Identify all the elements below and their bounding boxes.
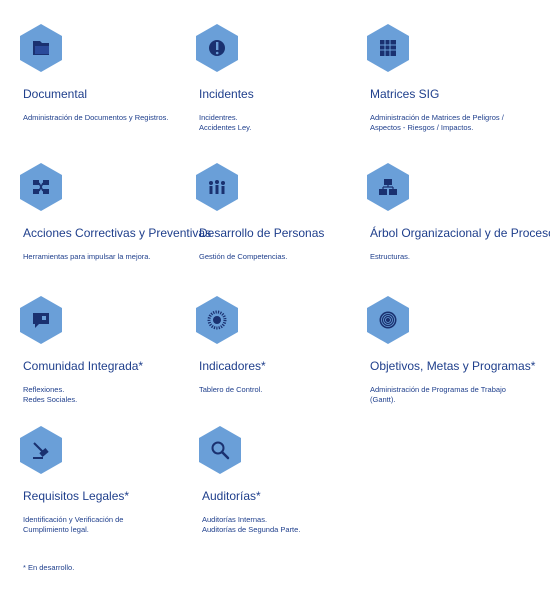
grid-icon: [380, 40, 396, 56]
module-description: Administración de Matrices de Peligros /…: [370, 113, 504, 132]
gauge-icon: [207, 310, 227, 330]
module-title[interactable]: Acciones Correctivas y Preventivas: [23, 226, 212, 240]
org-tree-icon: [379, 179, 397, 195]
chat-icon: [33, 313, 49, 328]
module-description: Administración de Programas de Trabajo (…: [370, 385, 506, 404]
tools-icon: [33, 180, 49, 194]
gavel-icon: [33, 442, 49, 459]
people-icon: [209, 180, 225, 194]
module-arbol-hex[interactable]: [367, 163, 409, 211]
module-documental-hex[interactable]: [20, 24, 62, 72]
module-title[interactable]: Desarrollo de Personas: [199, 226, 325, 240]
module-title[interactable]: Árbol Organizacional y de Procesos: [370, 226, 550, 240]
module-auditorias-hex[interactable]: [199, 426, 241, 474]
module-objetivos-hex[interactable]: [367, 296, 409, 344]
module-title[interactable]: Incidentes: [199, 87, 254, 101]
target-icon: [379, 311, 397, 329]
module-title[interactable]: Requisitos Legales*: [23, 489, 130, 503]
module-description: Tablero de Control.: [199, 385, 263, 394]
module-title[interactable]: Objetivos, Metas y Programas*: [370, 359, 536, 373]
module-title[interactable]: Matrices SIG: [370, 87, 440, 101]
module-acciones-hex[interactable]: [20, 163, 62, 211]
module-description: Herramientas para impulsar la mejora.: [23, 252, 151, 261]
module-description: Identificación y Verificación de Cumplim…: [23, 515, 124, 534]
module-description: Auditorías Internas. Auditorías de Segun…: [202, 515, 301, 534]
module-title[interactable]: Documental: [23, 87, 88, 101]
module-description: Estructuras.: [370, 252, 411, 261]
module-desarrollo-hex[interactable]: [196, 163, 238, 211]
module-comunidad-hex[interactable]: [20, 296, 62, 344]
module-title[interactable]: Comunidad Integrada*: [23, 359, 144, 373]
module-incidentes-hex[interactable]: [196, 24, 238, 72]
module-description: Incidentres. Accidentes Ley.: [199, 113, 252, 132]
folder-icon: [33, 41, 49, 55]
magnifier-icon: [211, 441, 230, 460]
module-title[interactable]: Indicadores*: [199, 359, 266, 373]
module-matrices-hex[interactable]: [367, 24, 409, 72]
module-description: Gestión de Competencias.: [199, 252, 288, 261]
module-description: Administración de Documentos y Registros…: [23, 113, 169, 122]
development-footnote: * En desarrollo.: [23, 563, 75, 572]
alert-icon: [209, 40, 225, 56]
module-indicadores-hex[interactable]: [196, 296, 238, 344]
module-description: Reflexiones. Redes Sociales.: [23, 385, 78, 404]
module-title[interactable]: Auditorías*: [202, 489, 261, 503]
module-requisitos-hex[interactable]: [20, 426, 62, 474]
